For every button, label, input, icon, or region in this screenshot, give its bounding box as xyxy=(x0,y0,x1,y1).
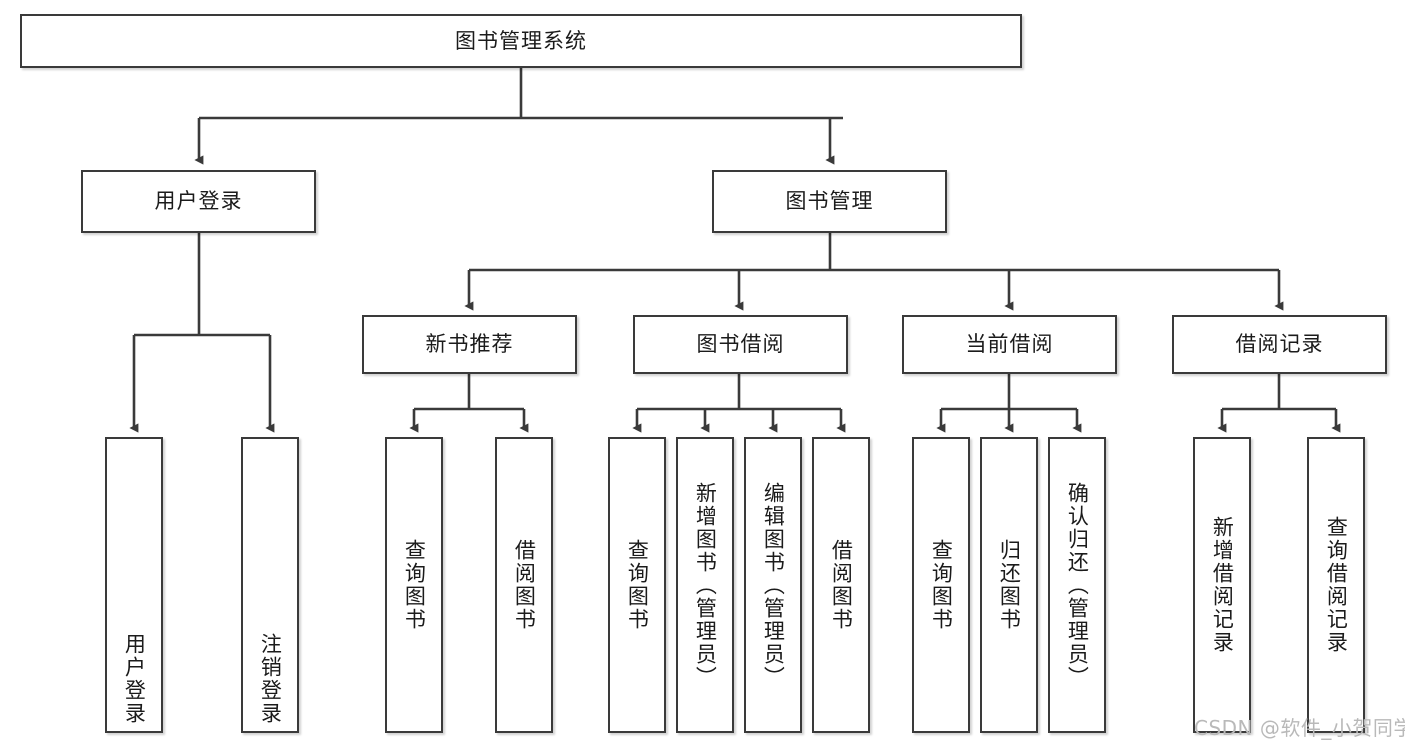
leaf-book-borrow-add-book-admin[interactable]: 新增图书（管理员） xyxy=(676,437,734,733)
leaf-user-login-login[interactable]: 用户登录 xyxy=(105,437,163,733)
leaf-current-borrow-confirm-return-admin[interactable]: 确认归还（管理员） xyxy=(1048,437,1106,733)
node-user-login[interactable]: 用户登录 xyxy=(81,170,316,233)
leaf-new-book-borrow-book[interactable]: 借阅图书 xyxy=(495,437,553,733)
leaf-current-borrow-return-book[interactable]: 归还图书 xyxy=(980,437,1038,733)
leaf-book-borrow-query-book[interactable]: 查询图书 xyxy=(608,437,666,733)
node-label: 新增借阅记录 xyxy=(1210,516,1235,654)
node-book-borrow[interactable]: 图书借阅 xyxy=(633,315,848,374)
watermark-text: CSDN @软件_小贺同学 xyxy=(1194,716,1405,740)
node-label: 注销登录 xyxy=(258,633,283,725)
leaf-borrow-record-query-record[interactable]: 查询借阅记录 xyxy=(1307,437,1365,733)
node-label: 新增图书（管理员） xyxy=(693,481,718,689)
node-label: 借阅记录 xyxy=(1235,332,1324,357)
node-borrow-record[interactable]: 借阅记录 xyxy=(1172,315,1387,374)
node-label: 借阅图书 xyxy=(512,539,537,631)
node-root-book-management-system[interactable]: 图书管理系统 xyxy=(20,14,1022,68)
node-label: 查询图书 xyxy=(625,539,650,631)
leaf-borrow-record-add-record[interactable]: 新增借阅记录 xyxy=(1193,437,1251,733)
node-label: 当前借阅 xyxy=(965,332,1054,357)
node-label: 查询图书 xyxy=(929,539,954,631)
leaf-book-borrow-edit-book-admin[interactable]: 编辑图书（管理员） xyxy=(744,437,802,733)
node-current-borrow[interactable]: 当前借阅 xyxy=(902,315,1117,374)
leaf-book-borrow-borrow-book[interactable]: 借阅图书 xyxy=(812,437,870,733)
node-label: 用户登录 xyxy=(154,189,243,214)
node-label: 图书借阅 xyxy=(696,332,785,357)
node-label: 借阅图书 xyxy=(829,539,854,631)
leaf-current-borrow-query-book[interactable]: 查询图书 xyxy=(912,437,970,733)
node-label: 用户登录 xyxy=(122,633,147,725)
node-label: 归还图书 xyxy=(997,539,1022,631)
node-label: 查询图书 xyxy=(402,539,427,631)
leaf-user-login-logout[interactable]: 注销登录 xyxy=(241,437,299,733)
node-label: 图书管理 xyxy=(785,189,874,214)
node-label: 查询借阅记录 xyxy=(1324,516,1349,654)
node-book-management[interactable]: 图书管理 xyxy=(712,170,947,233)
node-label: 新书推荐 xyxy=(425,332,514,357)
node-label: 确认归还（管理员） xyxy=(1065,481,1090,689)
node-label: 图书管理系统 xyxy=(455,28,587,53)
node-label: 编辑图书（管理员） xyxy=(761,481,786,689)
leaf-new-book-query-book[interactable]: 查询图书 xyxy=(385,437,443,733)
node-new-book-recommend[interactable]: 新书推荐 xyxy=(362,315,577,374)
